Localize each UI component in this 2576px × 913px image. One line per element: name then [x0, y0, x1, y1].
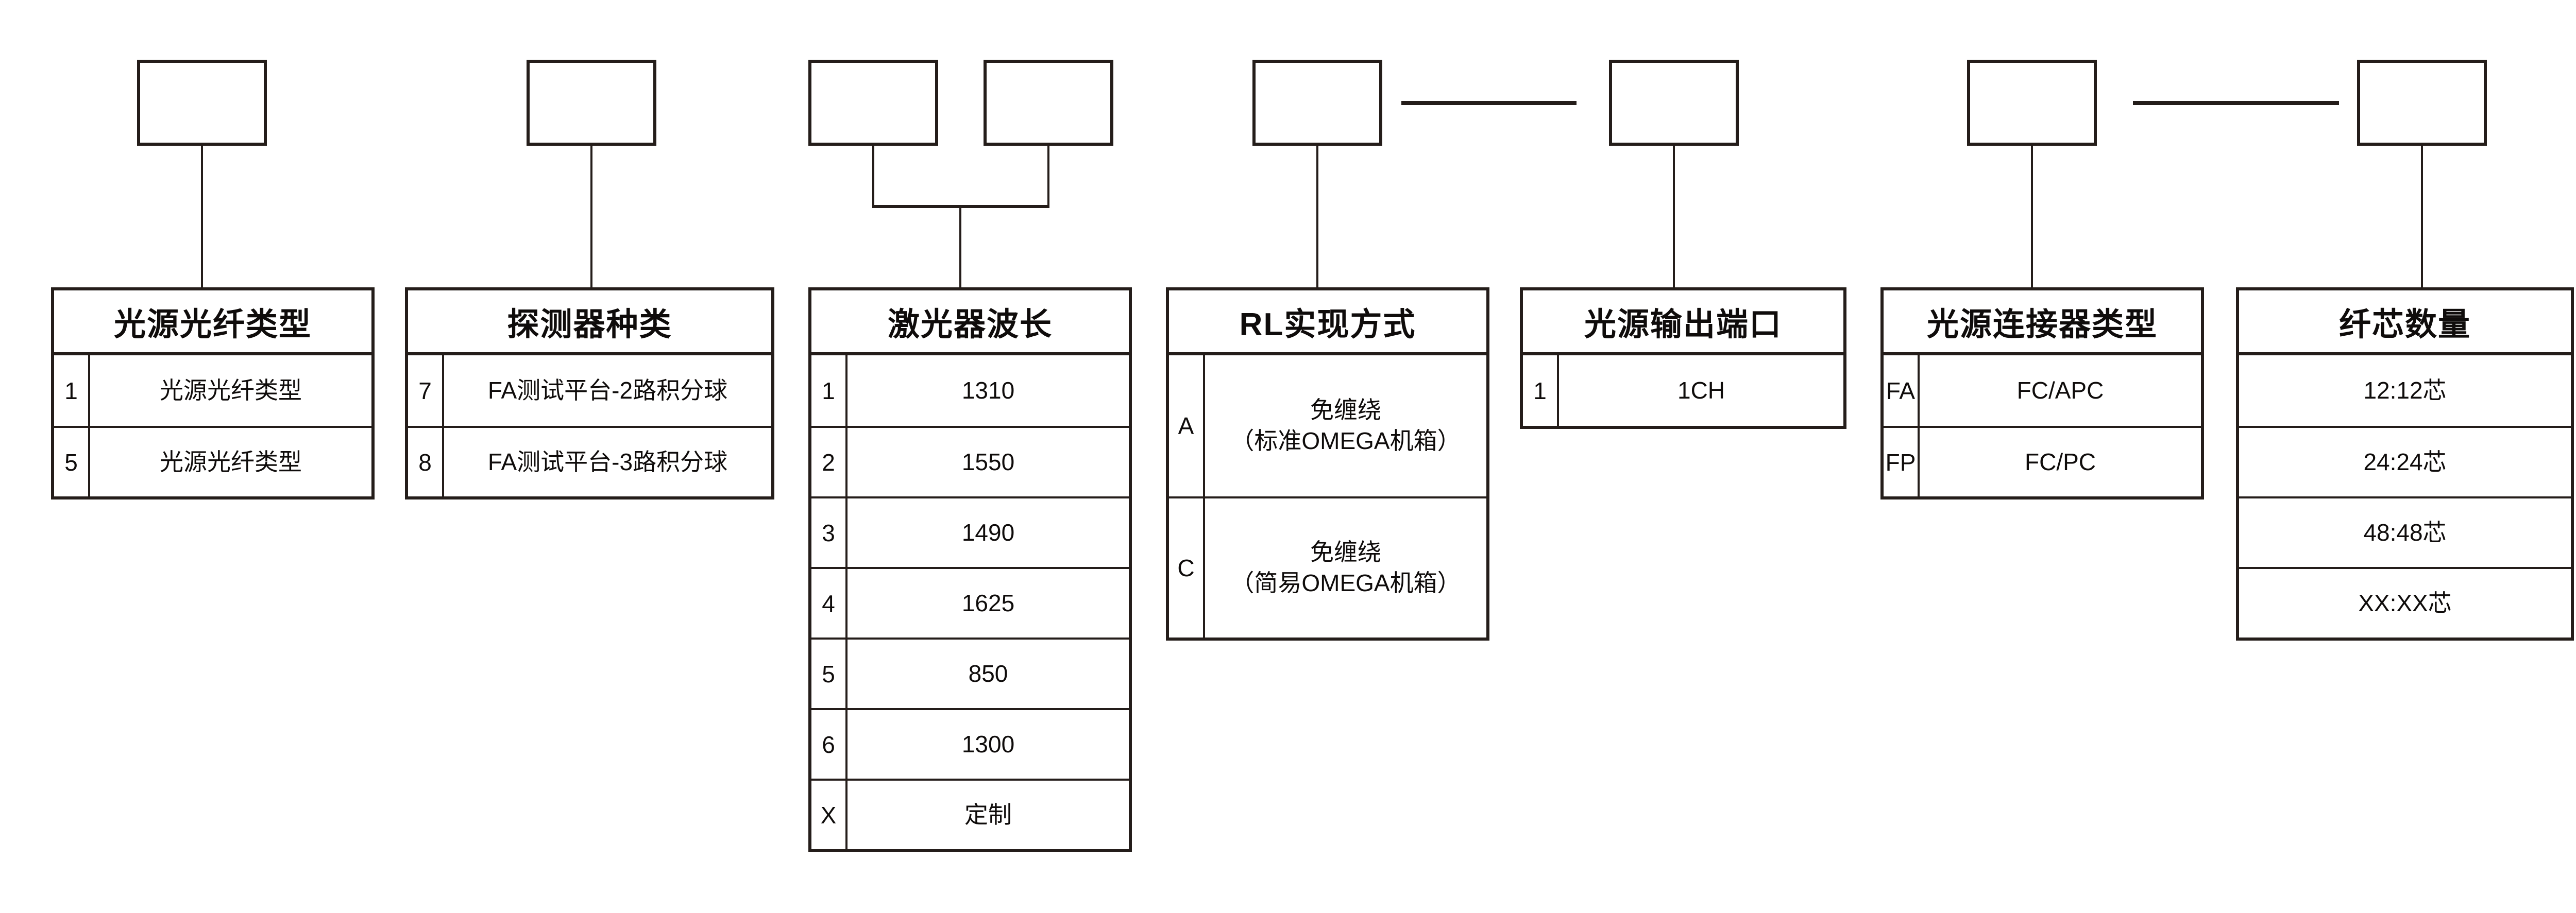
table-row: 8 FA测试平台-3路积分球	[408, 426, 771, 496]
table-rl-method: RL实现方式 A 免缠绕 （标准OMEGA机箱） C 免缠绕 （简易OMEGA机箱）	[1166, 287, 1489, 641]
code-box-connector-type	[1967, 60, 2097, 146]
connector-wavelength-left	[872, 146, 874, 205]
code-box-wavelength-1	[808, 60, 938, 146]
table-row: 4 1625	[811, 567, 1129, 638]
table-row: 7 FA测试平台-2路积分球	[408, 355, 771, 426]
table-header-fiber-type: 光源光纤类型	[54, 290, 371, 355]
table-rows-rl-method: A 免缠绕 （标准OMEGA机箱） C 免缠绕 （简易OMEGA机箱）	[1169, 355, 1486, 638]
row-code: 5	[54, 428, 90, 496]
dash-separator-1	[1401, 101, 1577, 105]
row-value: 1625	[961, 589, 1015, 616]
connector-output-port	[1673, 146, 1675, 287]
table-row: 12:12芯	[2239, 355, 2571, 426]
row-code: 3	[811, 498, 848, 567]
table-header-detector-type: 探测器种类	[408, 290, 771, 355]
row-value: 48:48芯	[2363, 519, 2447, 546]
row-code: C	[1169, 498, 1205, 638]
connector-wavelength-drop	[959, 205, 961, 287]
row-code: 4	[811, 569, 848, 638]
table-output-port: 光源输出端口 1 1CH	[1520, 287, 1846, 429]
row-code: 8	[408, 428, 444, 496]
row-code: 2	[811, 428, 848, 496]
code-box-output-port	[1609, 60, 1739, 146]
table-row: 6 1300	[811, 708, 1129, 779]
row-value: FC/APC	[2016, 376, 2104, 404]
row-code: 6	[811, 710, 848, 779]
row-value: 光源光纤类型	[160, 448, 302, 475]
table-row: 2 1550	[811, 426, 1129, 496]
table-row: 1 1310	[811, 355, 1129, 426]
row-code: X	[811, 781, 848, 849]
row-value: 1310	[961, 376, 1015, 404]
table-header-output-port: 光源输出端口	[1523, 290, 1843, 355]
row-value: 光源光纤类型	[160, 376, 302, 404]
row-value: 1550	[961, 448, 1015, 475]
table-row: 3 1490	[811, 496, 1129, 567]
table-connector-type: 光源连接器类型 FA FC/APC FP FC/PC	[1880, 287, 2204, 499]
table-rows-connector-type: FA FC/APC FP FC/PC	[1884, 355, 2201, 496]
row-value: 免缠绕 （简易OMEGA机箱）	[1230, 539, 1461, 596]
table-row: FP FC/PC	[1884, 426, 2201, 496]
row-code: 1	[1523, 355, 1559, 426]
table-row: 5 光源光纤类型	[54, 426, 371, 496]
table-row: 48:48芯	[2239, 496, 2571, 567]
row-value: 免缠绕 （标准OMEGA机箱）	[1230, 397, 1461, 454]
row-value: FA测试平台-3路积分球	[487, 448, 728, 475]
row-code: 1	[811, 355, 848, 426]
table-row: X 定制	[811, 779, 1129, 849]
table-row: 1 1CH	[1523, 355, 1843, 426]
code-box-core-count	[2357, 60, 2487, 146]
row-code: A	[1169, 355, 1205, 496]
table-row: A 免缠绕 （标准OMEGA机箱）	[1169, 355, 1486, 496]
row-value: 1300	[961, 730, 1015, 757]
row-value: 1490	[961, 519, 1015, 546]
table-row: XX:XX芯	[2239, 567, 2571, 638]
table-row: 5 850	[811, 638, 1129, 708]
table-header-laser-wavelength: 激光器波长	[811, 290, 1129, 355]
connector-wavelength-right	[1047, 146, 1049, 205]
table-header-connector-type: 光源连接器类型	[1884, 290, 2201, 355]
table-rows-core-count: 12:12芯 24:24芯 48:48芯 XX:XX芯	[2239, 355, 2571, 638]
row-code: FA	[1884, 355, 1920, 426]
table-detector-type: 探测器种类 7 FA测试平台-2路积分球 8 FA测试平台-3路积分球	[405, 287, 774, 499]
row-value: 12:12芯	[2363, 376, 2447, 404]
table-header-rl-method: RL实现方式	[1169, 290, 1486, 355]
table-rows-fiber-type: 1 光源光纤类型 5 光源光纤类型	[54, 355, 371, 496]
code-box-rl-method	[1252, 60, 1382, 146]
table-rows-output-port: 1 1CH	[1523, 355, 1843, 426]
code-box-fiber-type	[137, 60, 267, 146]
table-rows-detector-type: 7 FA测试平台-2路积分球 8 FA测试平台-3路积分球	[408, 355, 771, 496]
row-value: 定制	[964, 801, 1012, 828]
row-code: FP	[1884, 428, 1920, 496]
row-value: 1CH	[1677, 376, 1725, 404]
row-value: XX:XX芯	[2358, 589, 2452, 616]
connector-fiber-type	[201, 146, 203, 287]
table-row: FA FC/APC	[1884, 355, 2201, 426]
dash-separator-2	[2133, 101, 2339, 105]
connector-connector-type	[2031, 146, 2033, 287]
connector-detector-type	[590, 146, 592, 287]
table-row: 24:24芯	[2239, 426, 2571, 496]
row-code: 1	[54, 355, 90, 426]
code-box-wavelength-2	[984, 60, 1113, 146]
row-value: 24:24芯	[2363, 448, 2447, 475]
row-value: FC/PC	[2025, 448, 2096, 475]
row-value: FA测试平台-2路积分球	[487, 376, 728, 404]
table-header-core-count: 纤芯数量	[2239, 290, 2571, 355]
table-row: C 免缠绕 （简易OMEGA机箱）	[1169, 496, 1486, 638]
row-value: 850	[968, 660, 1008, 687]
code-box-detector-type	[527, 60, 656, 146]
row-code: 7	[408, 355, 444, 426]
connector-rl-method	[1316, 146, 1318, 287]
row-code: 5	[811, 640, 848, 708]
table-row: 1 光源光纤类型	[54, 355, 371, 426]
connector-core-count	[2421, 146, 2423, 287]
table-core-count: 纤芯数量 12:12芯 24:24芯 48:48芯 XX:XX芯	[2236, 287, 2574, 641]
